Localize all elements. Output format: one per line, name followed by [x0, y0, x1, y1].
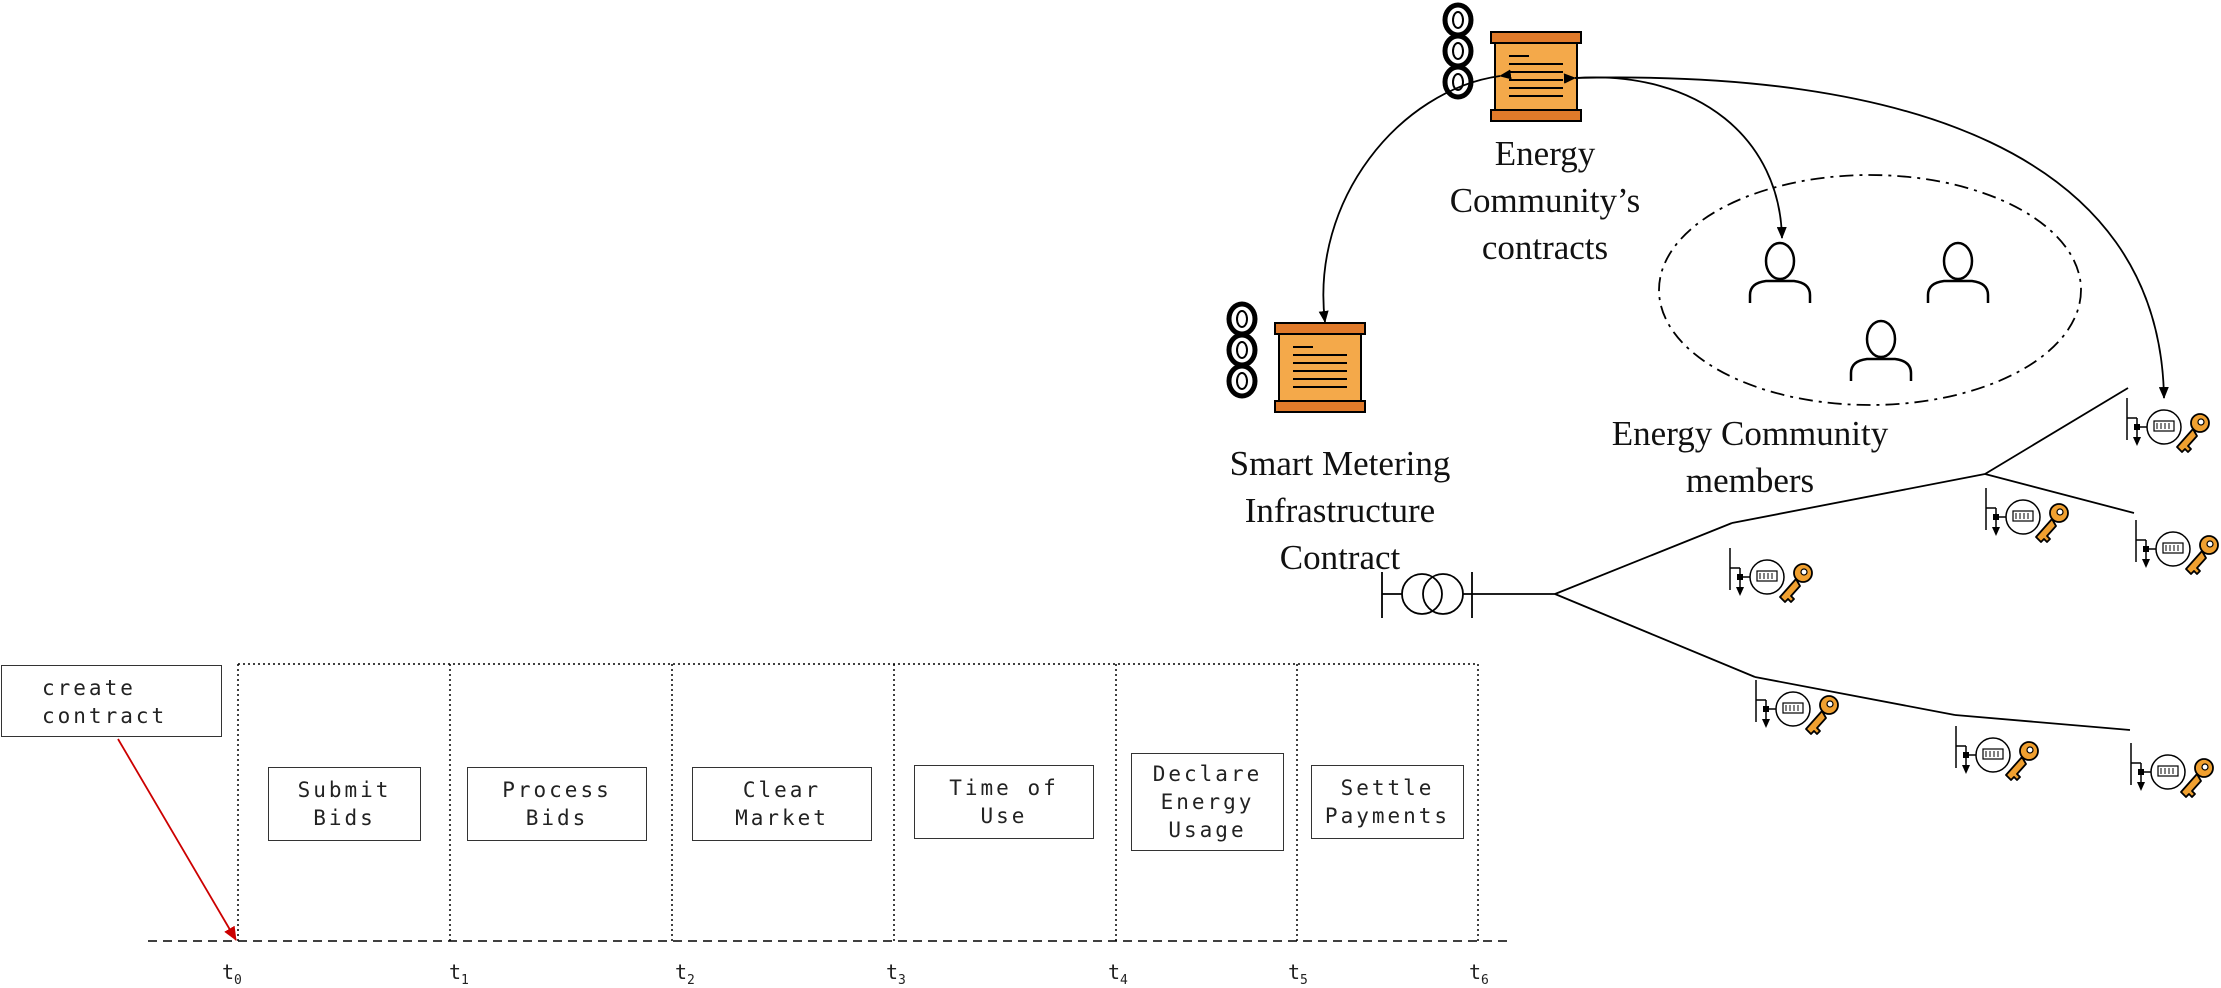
person-icon: [1748, 241, 1812, 305]
distribution-grid: [1381, 387, 2135, 731]
phase-submit-bids: Submit Bids: [268, 767, 421, 841]
phase-settle-payments: Settle Payments: [1311, 765, 1464, 839]
tick-t6: t6: [1469, 960, 1489, 988]
phase-time-of-use: Time of Use: [914, 765, 1094, 839]
arrow-to-smart-metering: [1318, 69, 1512, 323]
tick-t1: t1: [449, 960, 469, 988]
phase-declare-energy-usage: Declare Energy Usage: [1131, 753, 1284, 851]
smart-meter-icon: [2135, 519, 2219, 575]
phase-dividers: [237, 663, 1479, 941]
smart-meter-icon: [1955, 725, 2039, 781]
tick-t2: t2: [675, 960, 695, 988]
chain-icon: [1229, 304, 1255, 396]
smart-meter-icon: [2126, 397, 2210, 453]
arrow-to-meters: [1563, 73, 2169, 399]
label-smart-metering-contract: Smart Metering Infrastructure Contract: [1229, 444, 1451, 577]
label-ec-members: Energy Community members: [1611, 414, 1889, 500]
create-contract-box: create contract: [1, 665, 222, 737]
tick-t0: t0: [222, 960, 242, 988]
phase-clear-market: Clear Market: [692, 767, 872, 841]
tick-t4: t4: [1108, 960, 1128, 988]
members-group: [1658, 174, 2082, 406]
phase-process-bids: Process Bids: [467, 767, 647, 841]
scroll-icon: [1490, 31, 1582, 122]
smart-meter-icon: [1755, 679, 1839, 735]
label-ec-contracts: Energy Community’s contracts: [1449, 134, 1641, 267]
create-contract-arrow: [117, 738, 237, 941]
person-icon: [1849, 319, 1913, 383]
smart-meter-icon: [2130, 742, 2214, 798]
tick-t3: t3: [886, 960, 906, 988]
tick-t5: t5: [1288, 960, 1308, 988]
scroll-icon: [1274, 322, 1366, 413]
smart-meter-icon: [1729, 547, 1813, 603]
person-icon: [1926, 241, 1990, 305]
smart-meter-icon: [1985, 487, 2069, 543]
